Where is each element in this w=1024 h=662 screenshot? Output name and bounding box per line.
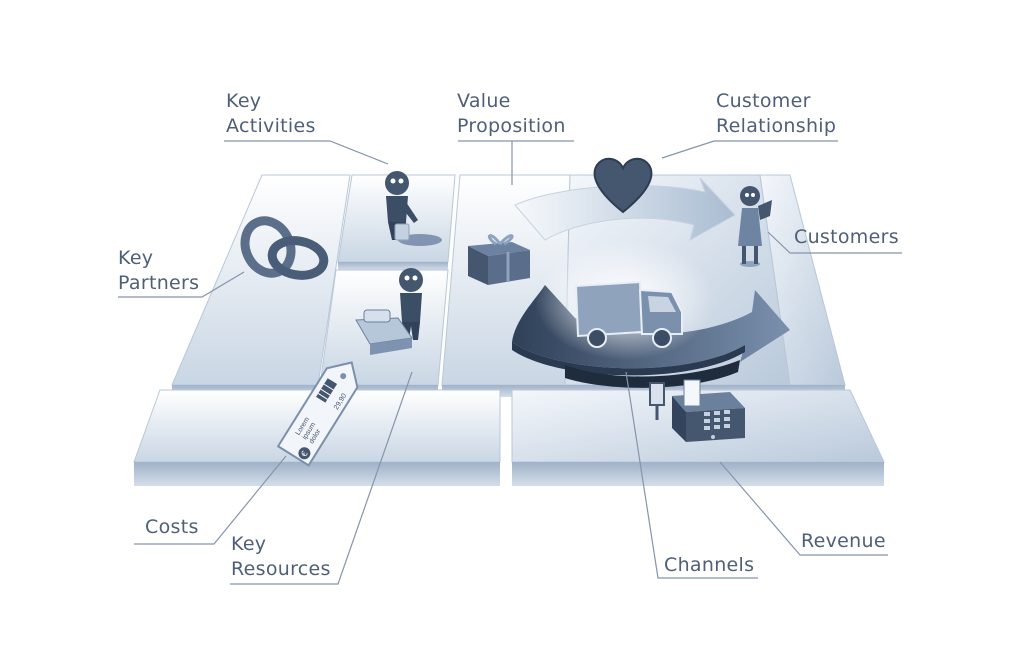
svg-text:€: €: [299, 449, 309, 458]
cash-register-icon: [649, 379, 745, 442]
value-proposition-leader: [458, 140, 574, 185]
customer-relationship-leader: [661, 140, 838, 159]
euro-icon: [298, 447, 311, 460]
rings-icon: [240, 216, 329, 280]
key-activities-line1: Key: [226, 90, 262, 112]
costs-text: Costs: [145, 516, 199, 538]
customer-relationship-line2: Relationship: [716, 115, 837, 137]
key-partners-line1: Key: [118, 247, 154, 269]
customers-text: Customers: [794, 226, 899, 248]
key-activities-label: Key Activities: [226, 89, 316, 139]
key-activities-leader: [224, 140, 389, 165]
channels-text: Channels: [664, 554, 755, 576]
key-resources-line2: Resources: [231, 558, 331, 580]
key-resources-line1: Key: [231, 533, 267, 555]
truck-icon: [574, 280, 683, 348]
costs-leader: [134, 455, 287, 545]
key-activities-person-icon: [385, 171, 442, 246]
customer-figure-icon: [738, 186, 772, 267]
value-proposition-line2: Proposition: [457, 115, 566, 137]
customer-relationship-line1: Customer: [716, 90, 811, 112]
price-tag-icon: Lorem ipsum dolor € 29,90: [276, 361, 359, 467]
key-activities-line2: Activities: [226, 115, 316, 137]
key-resources-label: Key Resources: [231, 532, 331, 582]
key-resources-person-icon: [355, 268, 423, 355]
value-proposition-label: Value Proposition: [457, 89, 566, 139]
key-partners-label: Key Partners: [118, 246, 199, 296]
heart-icon: [593, 157, 653, 214]
channels-label: Channels: [664, 553, 754, 578]
customers-label: Customers: [794, 225, 899, 250]
revenue-text: Revenue: [801, 530, 886, 552]
value-proposition-line1: Value: [457, 90, 511, 112]
key-resources-leader: [230, 371, 413, 585]
customer-relationship-label: Customer Relationship: [716, 89, 836, 139]
channels-leader: [625, 371, 758, 579]
key-partners-line2: Partners: [118, 272, 200, 294]
customers-leader: [767, 231, 902, 254]
leader-lines: [118, 140, 902, 585]
revenue-leader: [719, 461, 888, 556]
key-partners-leader: [118, 271, 245, 298]
gift-box-icon: [468, 234, 530, 285]
revenue-label: Revenue: [801, 529, 886, 554]
costs-label: Costs: [145, 515, 199, 540]
